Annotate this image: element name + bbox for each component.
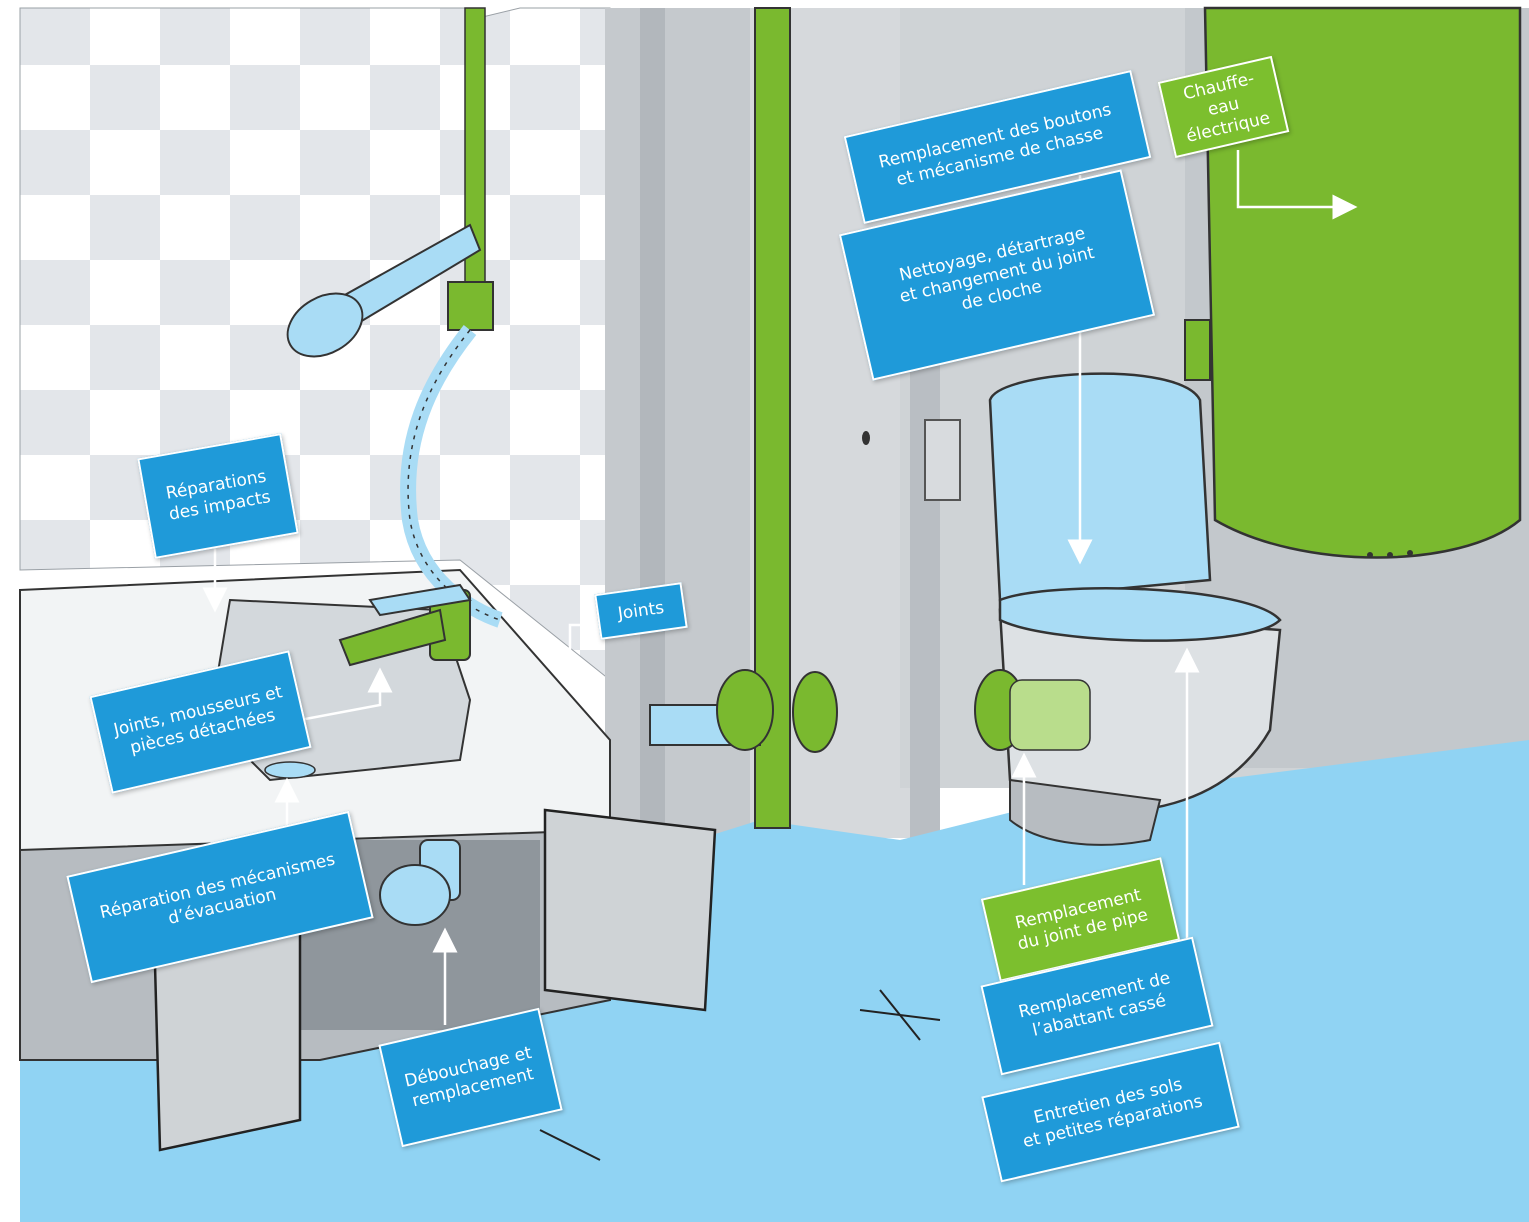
label-text: Nettoyage, détartrage et changement du j… bbox=[893, 222, 1101, 328]
label-text: Réparation des mécanismes d’évacuation bbox=[98, 849, 342, 944]
label-text: Entretien des sols et petites réparation… bbox=[1016, 1071, 1204, 1153]
label-text: Remplacement du joint de pipe bbox=[1011, 884, 1150, 955]
label-text: Remplacement de l’abattant cassé bbox=[1017, 968, 1177, 1044]
label-text: Joints bbox=[617, 597, 666, 624]
sink-counter bbox=[20, 570, 610, 1060]
label-text: Chauffe-eau électrique bbox=[1171, 66, 1276, 148]
label-text: Débouchage et remplacement bbox=[403, 1042, 539, 1112]
label-text: Réparations des impacts bbox=[164, 466, 273, 525]
label-text: Joints, mousseurs et pièces détachées bbox=[112, 682, 289, 762]
